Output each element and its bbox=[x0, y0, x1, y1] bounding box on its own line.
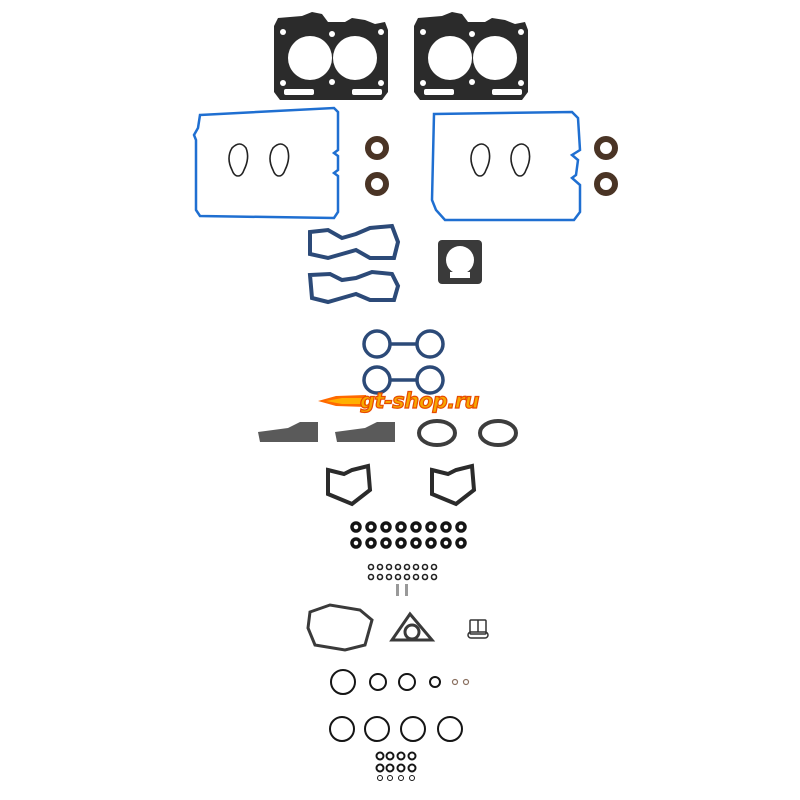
small-seals bbox=[367, 563, 438, 581]
exhaust-manifold bbox=[326, 463, 477, 507]
intake-manifold bbox=[307, 223, 401, 305]
cam-seals bbox=[365, 136, 618, 196]
exhaust-flanges bbox=[417, 419, 518, 447]
head-gasket-right bbox=[414, 12, 528, 100]
valve-cover-left bbox=[192, 106, 340, 220]
thermostat-plates bbox=[258, 422, 395, 442]
watermark-logo: gt-shop.ru bbox=[318, 388, 480, 414]
pcv-gasket bbox=[467, 619, 489, 639]
throttle-body bbox=[438, 240, 482, 284]
watermark-text: gt-shop.ru bbox=[359, 388, 480, 413]
intake-runner bbox=[362, 329, 445, 395]
head-gasket-left bbox=[274, 12, 388, 100]
o-rings bbox=[329, 669, 470, 781]
turbo-gaskets bbox=[306, 603, 436, 652]
valve-stem-seals bbox=[350, 521, 467, 549]
valve-cover-right bbox=[430, 110, 582, 222]
flame-icon bbox=[318, 395, 366, 407]
dowel-pins bbox=[396, 584, 408, 596]
